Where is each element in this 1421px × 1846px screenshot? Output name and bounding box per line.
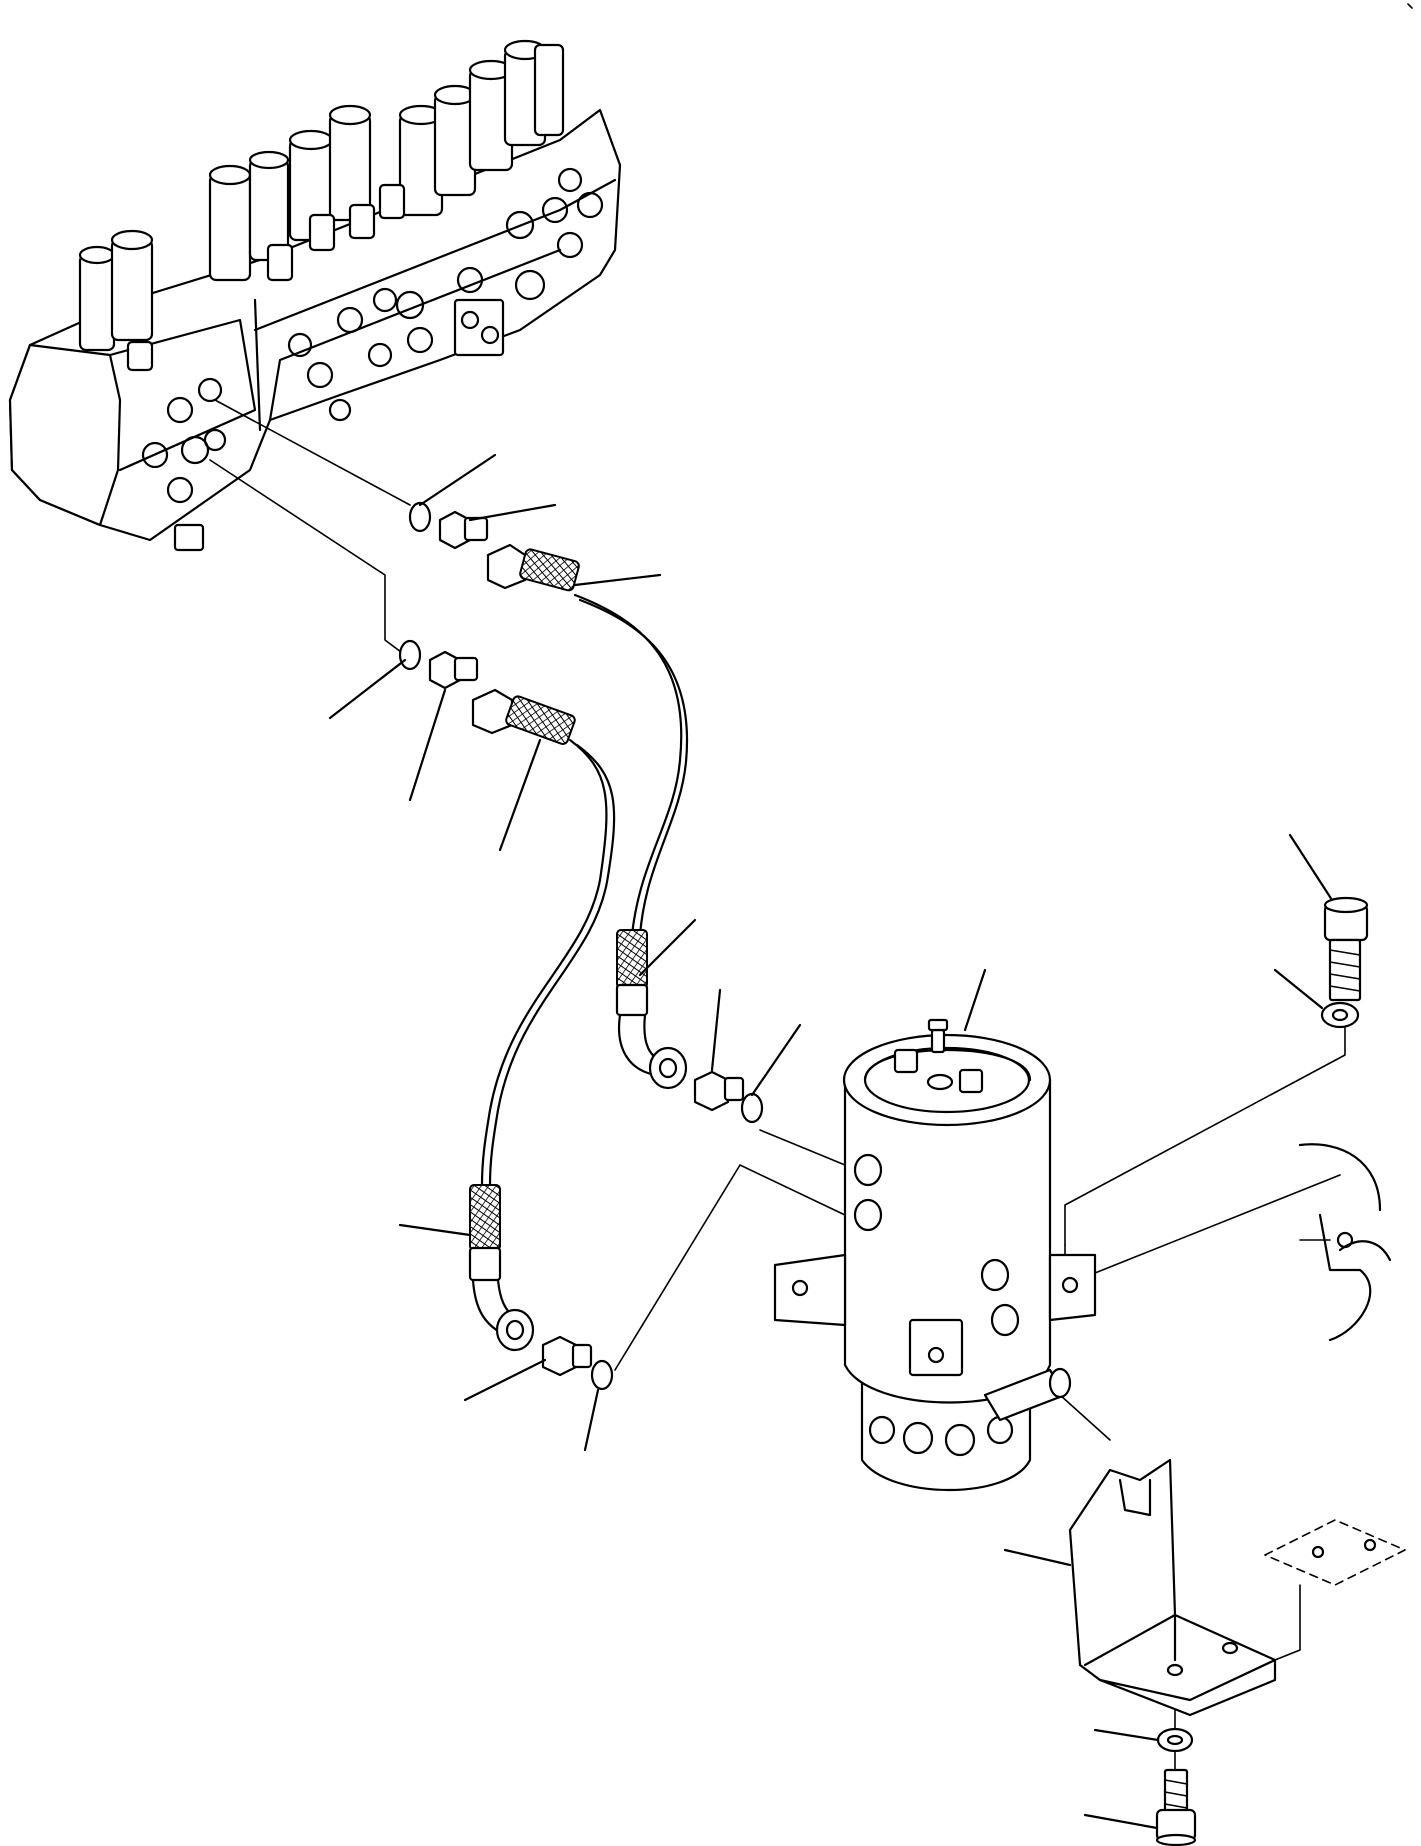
lower-valve-oring (398, 639, 422, 671)
callout-bracket-bolt (1083, 1813, 1159, 1830)
lower-hose-assembly (398, 639, 616, 1391)
callout-upper-hose-swivel-end (638, 918, 697, 977)
callout-upper-hose-valve-end (573, 573, 662, 587)
swivel-joint (773, 1018, 1097, 1491)
callout-swivel-lower-oring (583, 1388, 600, 1452)
callout-stopper-bracket (1003, 1548, 1072, 1567)
callout-leaders (328, 453, 1334, 1830)
callout-lower-connector (408, 688, 447, 802)
callout-control-valve-upper-oring (418, 453, 497, 507)
callout-swivel-lower-connector (463, 1358, 547, 1402)
callout-upper-connector (468, 503, 557, 522)
callout-swivel-upper-oring (750, 1023, 802, 1097)
swivel-upper-oring (740, 1092, 764, 1124)
swivel-lower-oring (590, 1359, 614, 1391)
callout-swivel-joint (963, 968, 987, 1032)
stopper-bracket (1068, 1458, 1406, 1717)
frame-fragment (1298, 1143, 1392, 1342)
valve-ports (141, 167, 604, 552)
control-valve (8, 39, 622, 552)
callout-mount-bolt (1288, 833, 1334, 902)
relief-valves (126, 183, 406, 372)
mount-washer (1320, 1001, 1360, 1029)
upper-hose-assembly (408, 501, 764, 1124)
callout-bracket-washer (1093, 1728, 1160, 1742)
mount-fasteners (1320, 896, 1369, 1029)
callout-lower-oring (328, 658, 407, 720)
spool-caps (78, 39, 565, 352)
bracket-washer (1156, 1727, 1194, 1753)
corner-mark (1407, 3, 1413, 9)
callout-swivel-upper-connector (710, 988, 722, 1072)
callout-lower-hose-swivel-end (398, 1223, 472, 1237)
callout-mount-washer (1273, 968, 1324, 1010)
bracket-fasteners (1155, 1727, 1197, 1846)
callout-lower-hose-valve-end (498, 738, 542, 852)
upper-valve-oring (408, 501, 432, 533)
